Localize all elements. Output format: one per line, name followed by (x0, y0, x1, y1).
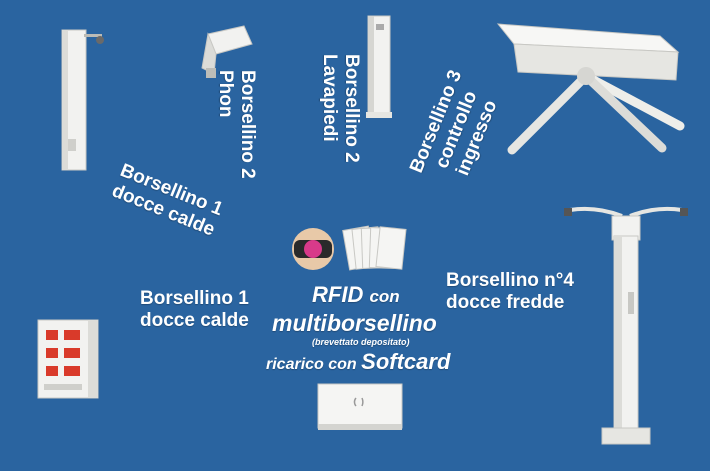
label-shower-hot-top: Borsellino 1 docce calde (109, 160, 226, 242)
label-cold-shower: Borsellino n°4 docce fredde (446, 270, 574, 314)
label-phon: Borsellino 2 Phon (214, 70, 258, 179)
rfid-text: RFID (312, 282, 364, 307)
label-line: Borsellino n°4 (446, 270, 574, 291)
footwash-column-icon (362, 12, 396, 122)
label-line: docce calde (140, 310, 249, 331)
label-footwash: Borsellino 2 Lavapiedi (318, 54, 362, 163)
patent-note: (brevettato depositato) (312, 337, 410, 348)
control-unit-icon (34, 318, 104, 402)
softcard-text: Softcard (361, 349, 451, 374)
recharge-line: ricarico con Softcard (266, 350, 450, 377)
label-shower-hot-bottom: Borsellino 1 docce calde (140, 288, 249, 332)
rfid-cards-icon (342, 222, 412, 274)
label-line: Borsellino 2 (237, 70, 258, 179)
shower-panel-icon (56, 24, 106, 174)
rfid-wristband-icon (290, 226, 336, 272)
card-reader-icon (314, 380, 406, 434)
multiborsellino-text: multiborsellino (272, 310, 437, 336)
recharge-text: ricarico con (266, 356, 357, 373)
multiborsellino-heading: multiborsellino (272, 310, 437, 336)
rfid-heading: RFID con (312, 282, 400, 310)
con-text: con (369, 287, 400, 306)
label-line: Lavapiedi (319, 54, 340, 142)
label-line: Phon (215, 70, 236, 118)
turnstile-icon (490, 14, 700, 164)
patent-text: (brevettato depositato) (312, 337, 410, 347)
label-line: docce fredde (446, 292, 565, 313)
hair-dryer-icon (196, 24, 256, 86)
label-line: Borsellino 1 (140, 288, 249, 309)
label-line: Borsellino 2 (341, 54, 362, 163)
cold-shower-column-icon (556, 196, 696, 450)
